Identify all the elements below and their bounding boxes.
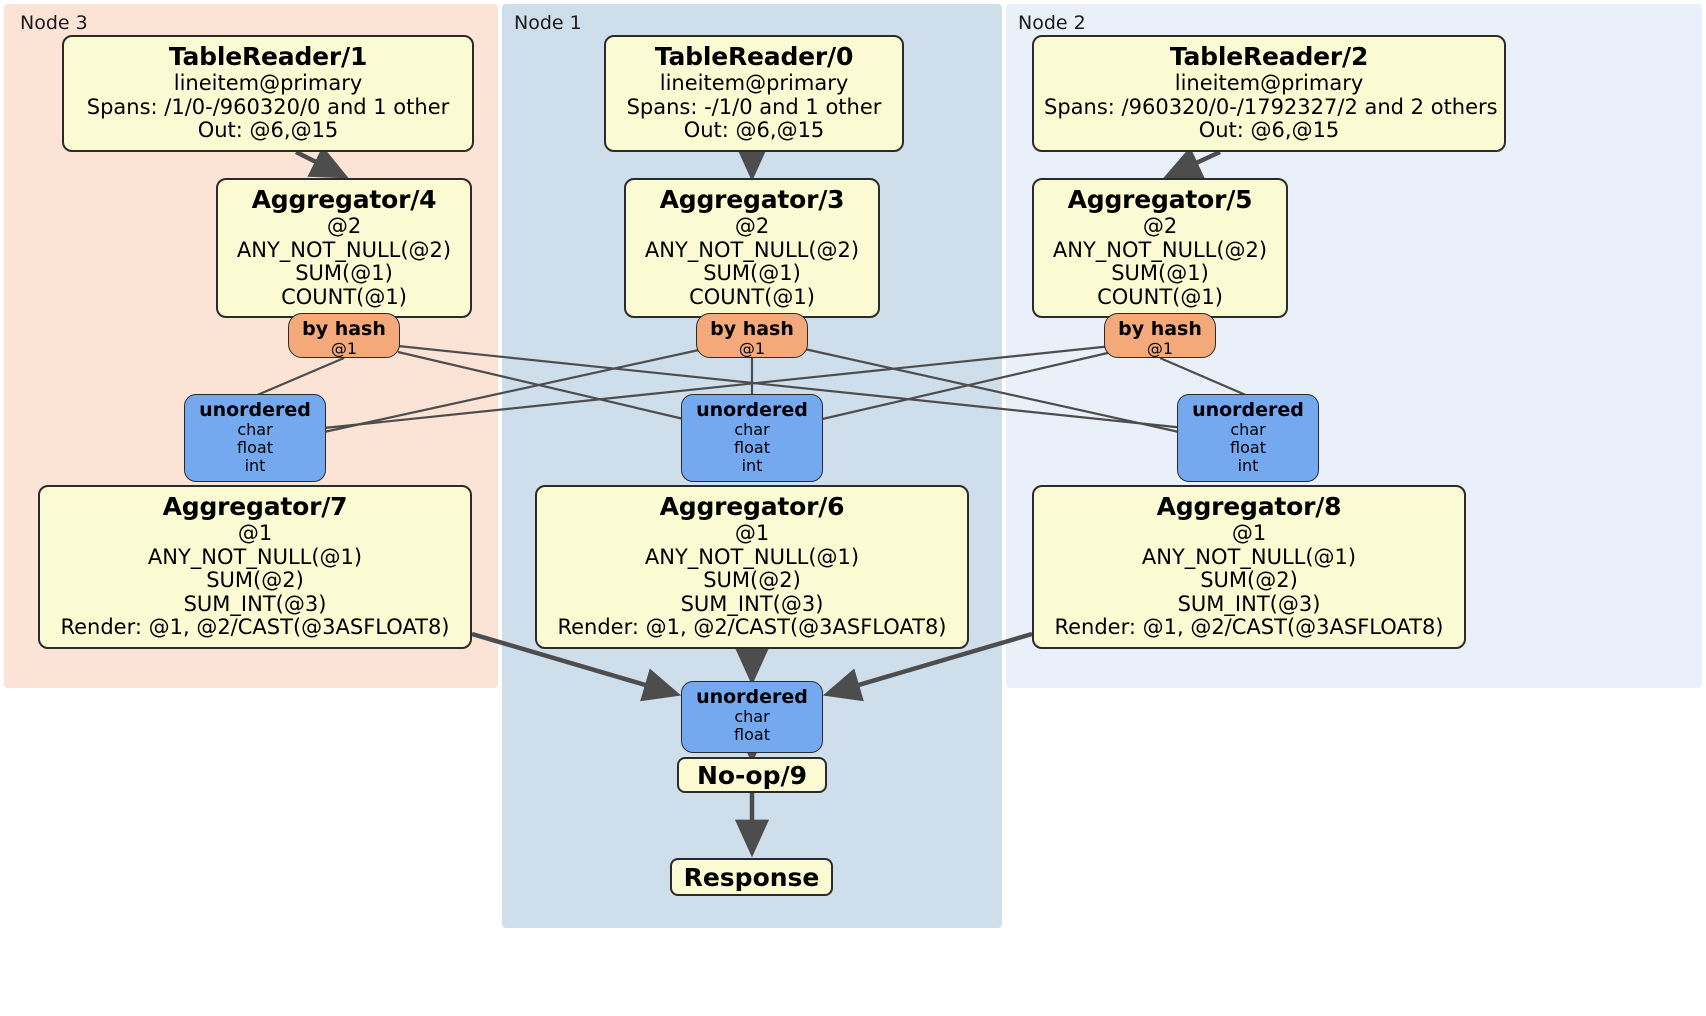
processor-line: @2 [326, 214, 362, 238]
processor-line: ANY_NOT_NULL(@1) [147, 544, 363, 569]
processor-line: @2 [734, 214, 770, 238]
router-line: @1 [1146, 339, 1174, 359]
router-line: char [1230, 420, 1266, 440]
router-title: unordered [696, 399, 808, 421]
processor-title: Aggregator/7 [162, 492, 348, 521]
processor-line: SUM_INT(@3) [680, 591, 824, 616]
processor-aggregator-8[interactable]: Aggregator/8 @1 ANY_NOT_NULL(@1) SUM(@2)… [1032, 485, 1466, 649]
processor-title: Aggregator/5 [1067, 185, 1253, 214]
processor-line: Spans: -/1/0 and 1 other [626, 94, 882, 119]
router-line: char [734, 707, 770, 727]
router-by-hash-node-2[interactable]: by hash @1 [1104, 313, 1216, 358]
processor-line: Render: @1, @2/CAST(@3ASFLOAT8) [557, 615, 947, 640]
region-label-node-3: Node 3 [20, 12, 88, 34]
processor-line: Render: @1, @2/CAST(@3ASFLOAT8) [60, 615, 450, 640]
processor-aggregator-6[interactable]: Aggregator/6 @1 ANY_NOT_NULL(@1) SUM(@2)… [535, 485, 969, 649]
processor-table-reader-1[interactable]: TableReader/1 lineitem@primary Spans: /1… [62, 35, 474, 152]
processor-line: lineitem@primary [1174, 71, 1364, 95]
router-unordered-node-2[interactable]: unordered char float int [1177, 394, 1319, 482]
router-line: int [741, 456, 763, 476]
processor-line: ANY_NOT_NULL(@1) [1141, 544, 1357, 569]
processor-line: SUM(@2) [1200, 568, 1298, 593]
region-label-node-2: Node 2 [1018, 12, 1086, 34]
processor-table-reader-0[interactable]: TableReader/0 lineitem@primary Spans: -/… [604, 35, 904, 152]
processor-title: Aggregator/4 [251, 185, 437, 214]
router-line: char [734, 420, 770, 440]
router-title: by hash [1118, 318, 1202, 340]
router-by-hash-node-3[interactable]: by hash @1 [288, 313, 400, 358]
router-line: float [734, 725, 770, 745]
processor-line: SUM(@1) [295, 261, 393, 286]
router-unordered-node-3[interactable]: unordered char float int [184, 394, 326, 482]
router-line: @1 [738, 339, 766, 359]
processor-line: ANY_NOT_NULL(@1) [644, 544, 860, 569]
processor-line: ANY_NOT_NULL(@2) [1052, 237, 1268, 262]
processor-line: COUNT(@1) [1097, 284, 1223, 309]
processor-title: Aggregator/3 [659, 185, 845, 214]
processor-line: COUNT(@1) [281, 284, 407, 309]
router-title: by hash [710, 318, 794, 340]
processor-line: Render: @1, @2/CAST(@3ASFLOAT8) [1054, 615, 1444, 640]
processor-aggregator-7[interactable]: Aggregator/7 @1 ANY_NOT_NULL(@1) SUM(@2)… [38, 485, 472, 649]
processor-line: SUM_INT(@3) [183, 591, 327, 616]
processor-table-reader-2[interactable]: TableReader/2 lineitem@primary Spans: /9… [1032, 35, 1506, 152]
processor-line: SUM(@2) [206, 568, 304, 593]
processor-line: ANY_NOT_NULL(@2) [644, 237, 860, 262]
router-title: unordered [696, 686, 808, 708]
processor-title: TableReader/1 [168, 42, 368, 71]
region-label-node-1: Node 1 [514, 12, 582, 34]
processor-line: lineitem@primary [659, 71, 849, 95]
processor-line: COUNT(@1) [689, 284, 815, 309]
router-line: int [244, 456, 266, 476]
router-unordered-final[interactable]: unordered char float [681, 681, 823, 753]
router-line: float [734, 438, 770, 458]
processor-line: @1 [734, 521, 770, 545]
router-line: float [237, 438, 273, 458]
processor-line: @2 [1142, 214, 1178, 238]
processor-line: SUM(@1) [703, 261, 801, 286]
router-title: unordered [199, 399, 311, 421]
processor-line: Spans: /960320/0-/1792327/2 and 2 others [1044, 94, 1498, 119]
router-line: @1 [330, 339, 358, 359]
router-line: char [237, 420, 273, 440]
processor-line: lineitem@primary [173, 71, 363, 95]
router-line: int [1237, 456, 1259, 476]
processor-line: SUM(@1) [1111, 261, 1209, 286]
processor-line: Spans: /1/0-/960320/0 and 1 other [86, 94, 450, 119]
processor-aggregator-3[interactable]: Aggregator/3 @2 ANY_NOT_NULL(@2) SUM(@1)… [624, 178, 880, 319]
processor-line: ANY_NOT_NULL(@2) [236, 237, 452, 262]
processor-aggregator-4[interactable]: Aggregator/4 @2 ANY_NOT_NULL(@2) SUM(@1)… [216, 178, 472, 319]
processor-aggregator-5[interactable]: Aggregator/5 @2 ANY_NOT_NULL(@2) SUM(@1)… [1032, 178, 1288, 319]
processor-title: TableReader/2 [1169, 42, 1369, 71]
processor-noop-9[interactable]: No-op/9 [677, 757, 827, 793]
router-line: float [1230, 438, 1266, 458]
processor-line: SUM(@2) [703, 568, 801, 593]
processor-title: Aggregator/8 [1156, 492, 1342, 521]
processor-title: Aggregator/6 [659, 492, 845, 521]
processor-response[interactable]: Response [670, 858, 833, 896]
processor-line: @1 [237, 521, 273, 545]
processor-line: Out: @6,@15 [1198, 118, 1340, 143]
router-unordered-node-1[interactable]: unordered char float int [681, 394, 823, 482]
processor-line: Out: @6,@15 [197, 118, 339, 143]
router-title: by hash [302, 318, 386, 340]
router-title: unordered [1192, 399, 1304, 421]
processor-line: SUM_INT(@3) [1177, 591, 1321, 616]
processor-line: @1 [1231, 521, 1267, 545]
router-by-hash-node-1[interactable]: by hash @1 [696, 313, 808, 358]
processor-title: TableReader/0 [654, 42, 854, 71]
processor-line: Out: @6,@15 [683, 118, 825, 143]
